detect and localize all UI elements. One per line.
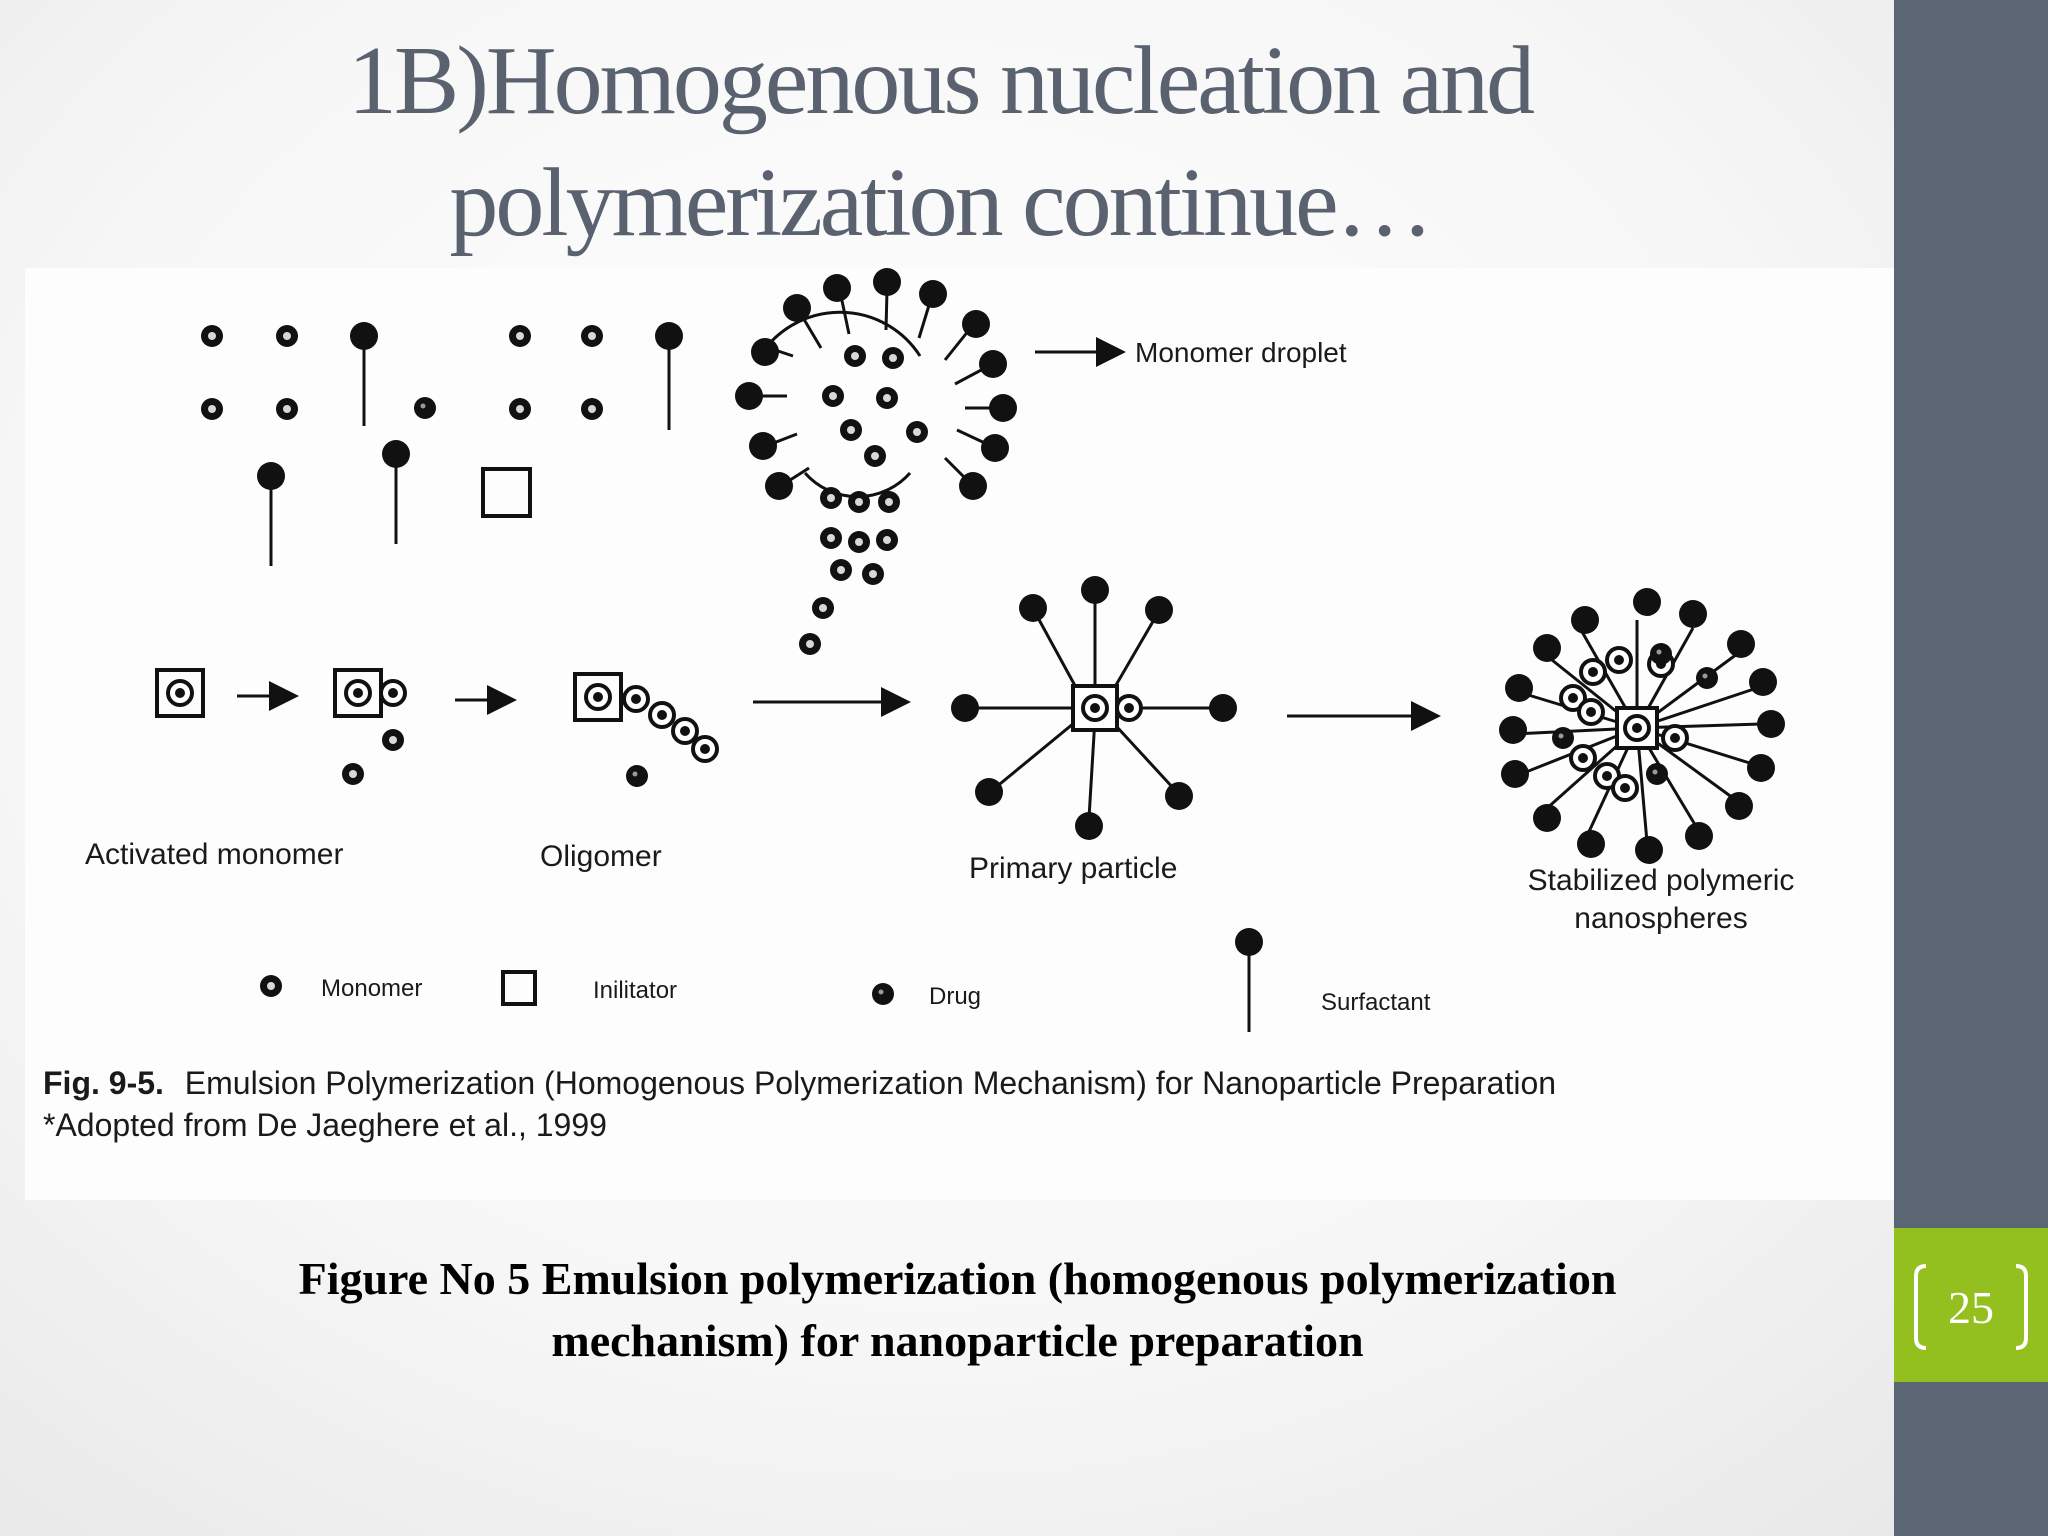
fig-caption-line-1: Fig. 9-5. Emulsion Polymerization (Homog… [43,1065,1556,1101]
slide-title-line-2: polymerization continue… [449,149,1433,257]
label-activated-monomer: Activated monomer [85,838,343,871]
legend-monomer: Monomer [321,975,422,1002]
label-stabilized-1: Stabilized polymeric [1528,864,1795,897]
initiator-square [481,467,532,518]
label-primary-particle: Primary particle [969,852,1177,885]
slide-title: 1B)Homogenous nucleation and polymerizat… [180,20,1700,264]
label-oligomer: Oligomer [540,840,662,873]
stabilized-nanosphere [1499,588,1785,864]
fig-caption-source: *Adopted from De Jaeghere et al., 1999 [43,1107,607,1143]
fig-caption-number: Fig. 9-5. [43,1065,164,1101]
emulsion-polymerization-figure: Monomer droplet [25,268,1895,1200]
monomer-cluster [201,325,603,420]
slide-number: 25 [1948,1281,1994,1333]
activated-monomer-sequence [155,668,517,785]
label-monomer-droplet: Monomer droplet [1135,337,1347,368]
legend-surfactant: Surfactant [1321,989,1431,1016]
legend-initiator: Inilitator [593,977,677,1004]
legend-drug-icon [872,983,894,1005]
oligomer [573,672,911,787]
label-stabilized-2: nanospheres [1574,902,1747,935]
figure-caption-line-1: Figure No 5 Emulsion polymerization (hom… [298,1253,1617,1304]
figure-diagram: Monomer droplet [43,268,1795,1143]
legend-drug: Drug [929,983,981,1010]
free-surfactants [257,322,683,566]
primary-particle [951,576,1237,840]
slide-title-line-1: 1B)Homogenous nucleation and [347,27,1535,135]
slide: 1B)Homogenous nucleation and polymerizat… [25,20,1895,1372]
figure-caption: Figure No 5 Emulsion polymerization (hom… [110,1248,1805,1372]
fig-caption-text: Emulsion Polymerization (Homogenous Poly… [185,1065,1556,1101]
legend-initiator-icon [501,970,537,1006]
monomer-droplet [735,268,1017,655]
legend-monomer-icon [260,975,282,997]
slide-number-tab [1894,1228,2048,1382]
figure-caption-line-2: mechanism) for nanoparticle preparation [551,1315,1364,1366]
slide-number-brackets [1914,1264,2028,1350]
legend: Monomer Inilitator Drug Surfactant [260,928,1431,1032]
